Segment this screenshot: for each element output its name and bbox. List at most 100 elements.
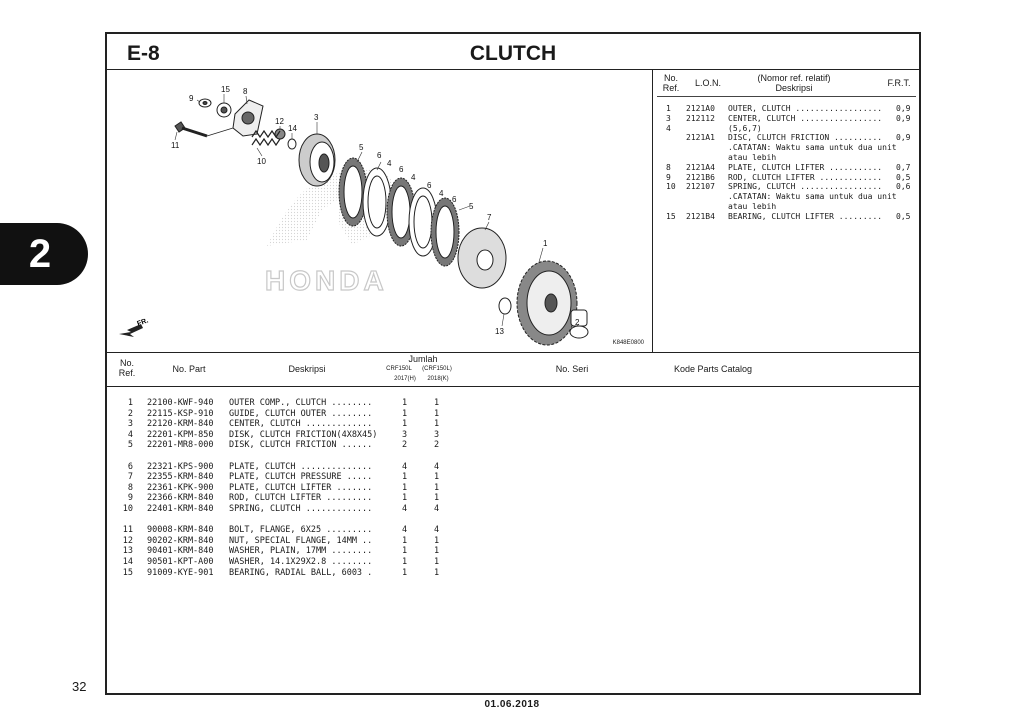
part-number: 22100-KWF-940	[147, 398, 214, 408]
qty-2018: 1	[434, 408, 440, 419]
frt-lon: 212107	[686, 182, 715, 192]
part-ref: 1	[127, 398, 133, 408]
qty-2018: 1	[434, 419, 440, 430]
callout-numbers: 9 15 8 11 10 12 14 3 5 6 4 6 4 6 4 6 5 7…	[171, 85, 580, 336]
frt-row: .CATATAN: Waktu sama untuk dua unit	[654, 192, 919, 202]
part-number: 22120-KRM-840	[147, 419, 214, 430]
pl-header-serial: No. Seri	[555, 364, 589, 374]
washer-part	[287, 138, 297, 150]
callout-6c: 6	[427, 181, 432, 190]
part-description: DISK, CLUTCH FRICTION ......	[229, 440, 373, 451]
frt-lon: 2121A0	[686, 104, 715, 113]
part-number: 90008-KRM-840	[147, 525, 214, 536]
part-number: 22115-KSP-910	[147, 408, 214, 419]
qty-2017: 1	[402, 408, 408, 419]
group-spacer	[107, 515, 919, 526]
frt-desc: (5,6,7)	[728, 123, 762, 133]
parts-row: 1 22100-KWF-940 OUTER COMP., CLUTCH ......…	[107, 398, 919, 409]
frt-value: 0,9	[896, 104, 911, 113]
part-ref: 3	[127, 419, 133, 430]
frt-header-lon: L.O.N.	[694, 78, 721, 88]
callout-2: 2	[575, 318, 580, 327]
frt-row: atau lebih	[654, 153, 919, 163]
qty-2018: 4	[434, 503, 440, 514]
qty-2017: 1	[402, 398, 408, 408]
pl-header-catalog: Kode Parts Catalog	[673, 364, 753, 374]
qty-2018: 1	[434, 535, 440, 546]
part-number: 90401-KRM-840	[147, 546, 214, 557]
part-ref: 9	[127, 493, 133, 504]
part-description: NUT, SPECIAL FLANGE, 14MM ..	[229, 535, 373, 546]
callout-leaders	[174, 94, 580, 327]
pl-header-qty: Jumlah	[408, 354, 438, 364]
honda-watermark-text: HONDA	[265, 265, 388, 296]
frt-desc: .CATATAN: Waktu sama untuk dua unit	[728, 143, 897, 153]
callout-11: 11	[171, 141, 180, 150]
part-ref: 8	[127, 482, 133, 493]
frt-value: 0,5	[896, 172, 911, 182]
qty-2017: 4	[402, 503, 408, 514]
qty-2018: 4	[434, 461, 440, 472]
callout-6a: 6	[377, 151, 382, 160]
plain-washer-part	[498, 297, 512, 315]
qty-2017: 1	[402, 556, 408, 567]
part-ref: 14	[122, 556, 133, 567]
frt-value: 0,6	[896, 182, 911, 192]
qty-2017: 4	[402, 525, 408, 536]
qty-2018: 1	[434, 472, 440, 483]
frt-header-no: No.Ref.	[660, 73, 682, 93]
part-description: OUTER COMP., CLUTCH ........	[229, 398, 373, 408]
part-number: 90501-KPT-A00	[147, 556, 214, 567]
spring-part	[251, 129, 281, 147]
qty-2017: 1	[402, 567, 408, 578]
section-tab: 2	[0, 223, 88, 285]
pl-header-part: No. Part	[172, 364, 206, 374]
frt-header-desc-text: Deskripsi	[775, 83, 813, 93]
frt-desc: PLATE, CLUTCH LIFTER ...........	[728, 162, 883, 172]
callout-3: 3	[314, 113, 319, 122]
part-number: 22321-KPS-900	[147, 461, 214, 472]
callout-4b: 4	[411, 173, 416, 182]
exploded-diagram: HONDA	[107, 70, 653, 352]
callout-4a: 4	[387, 159, 392, 168]
section-code: E-8	[127, 42, 160, 65]
part-description: PLATE, CLUTCH PRESSURE .....	[229, 472, 373, 483]
callout-7: 7	[487, 213, 492, 222]
frt-value: 0,9	[896, 133, 911, 143]
part-ref: 5	[127, 440, 133, 451]
frt-header-desc: (Nomor ref. relatif)Deskripsi	[734, 73, 854, 93]
qty-2018: 1	[434, 482, 440, 493]
callout-6d: 6	[452, 195, 457, 204]
frt-desc: SPRING, CLUTCH .................	[728, 182, 883, 192]
page-header: CLUTCH E-8	[107, 34, 919, 70]
part-description: PLATE, CLUTCH ..............	[229, 461, 373, 472]
pl-header-year2: 2018(K)	[427, 376, 449, 382]
parts-list-body: 1 22100-KWF-940 OUTER COMP., CLUTCH ......…	[107, 398, 919, 578]
catalog-frame: CLUTCH E-8 HONDA	[105, 32, 921, 695]
part-description: SPRING, CLUTCH .............	[229, 503, 373, 514]
qty-2018: 1	[434, 567, 440, 578]
pressure-plate-part	[457, 227, 507, 289]
page-number: 32	[72, 679, 87, 694]
callout-10: 10	[257, 157, 266, 166]
frt-header-frt: F.R.T.	[887, 78, 911, 88]
callout-14: 14	[288, 124, 297, 133]
callout-9: 9	[189, 94, 194, 103]
clutch-exploded-drawing: HONDA	[119, 85, 589, 346]
part-ref: 2	[127, 408, 133, 419]
frt-lon: 2121B6	[686, 172, 715, 182]
qty-2018: 1	[434, 546, 440, 557]
part-number: 22366-KRM-840	[147, 493, 214, 504]
callout-4c: 4	[439, 189, 444, 198]
